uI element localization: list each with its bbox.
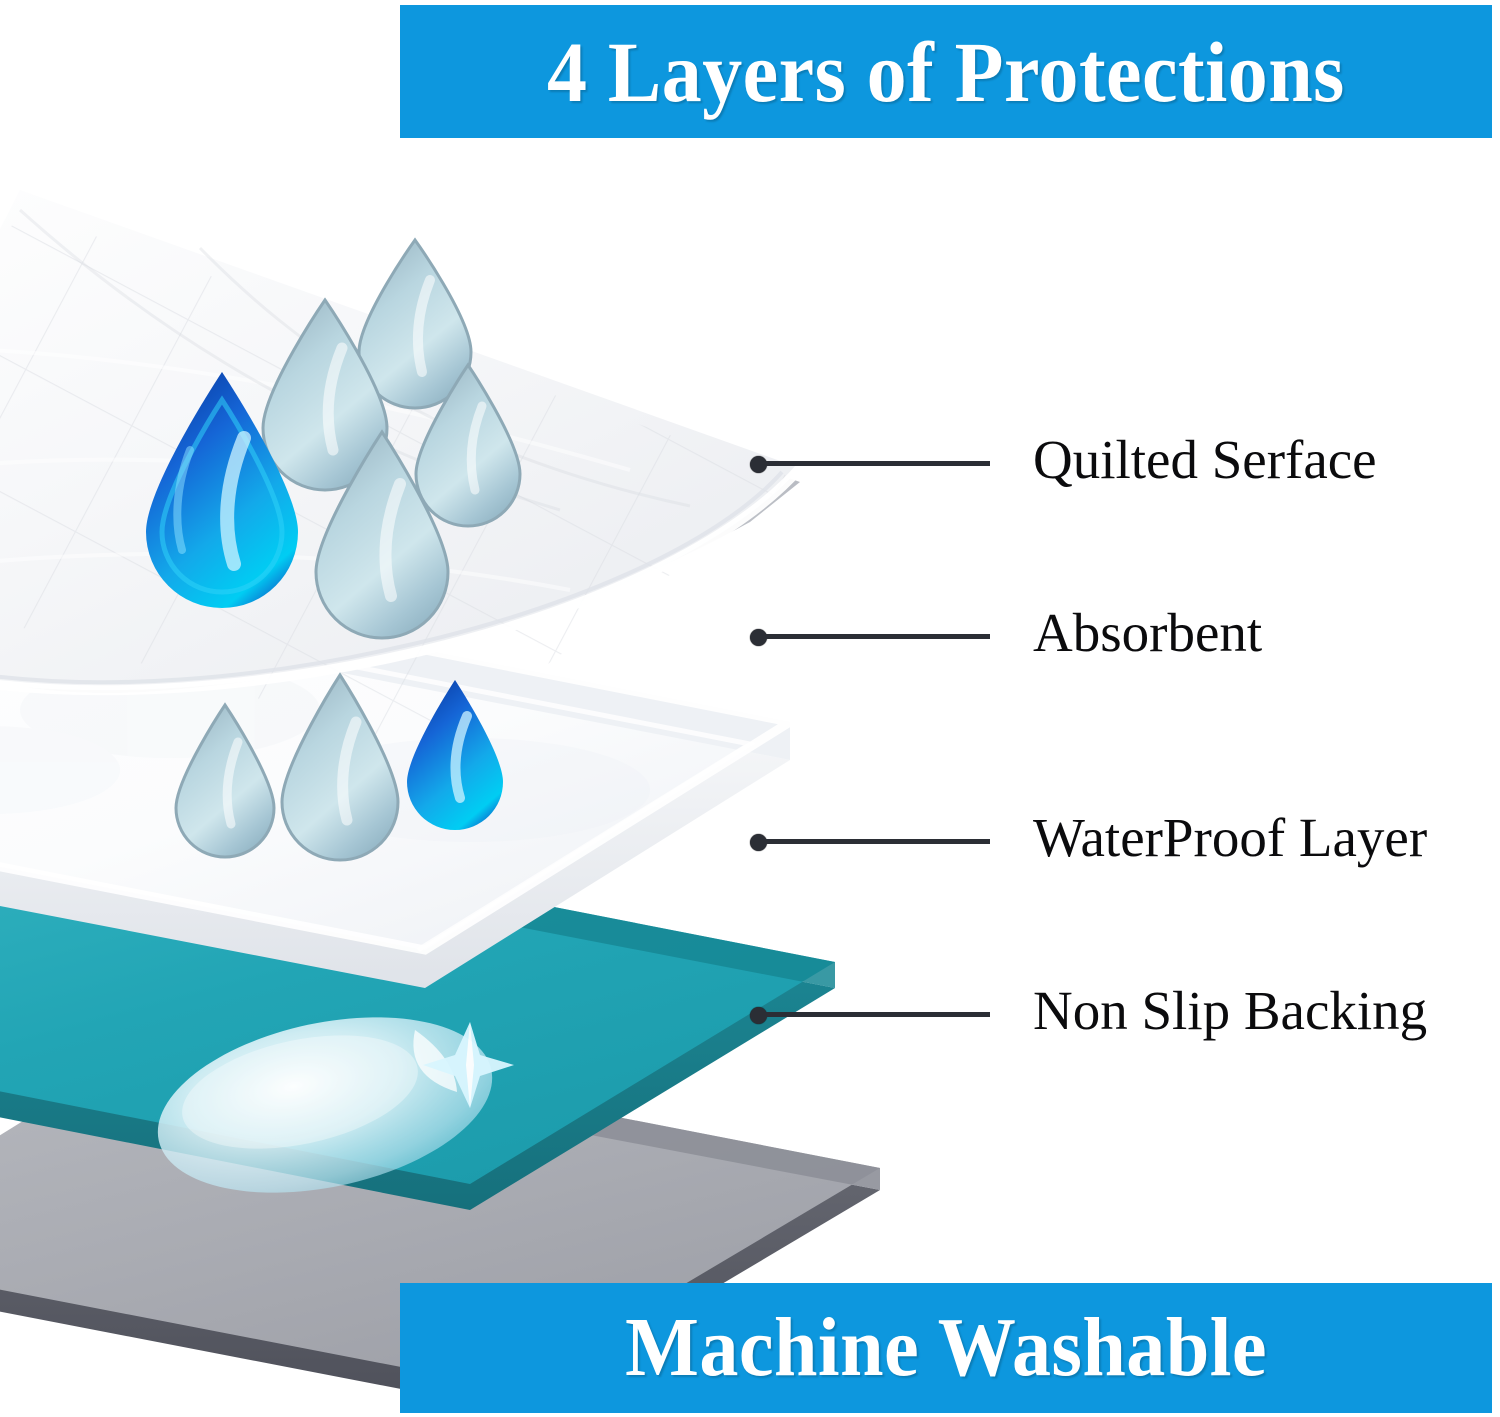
water-drop-icon <box>414 362 522 528</box>
leader-dot-waterproof <box>750 834 767 851</box>
leader-dot-quilted <box>750 456 767 473</box>
water-drop-icon <box>280 672 400 862</box>
title-banner-top-text: 4 Layers of Protections <box>547 23 1345 120</box>
water-drop-icon <box>314 429 450 640</box>
leader-line-absorbent <box>750 629 990 646</box>
leader-stroke-quilted <box>760 461 990 466</box>
layer-label-waterproof: WaterProof Layer <box>1033 807 1428 868</box>
layer-label-absorbent: Absorbent <box>1033 602 1263 663</box>
water-drop-icon <box>174 702 276 859</box>
water-bead-icon <box>157 1017 514 1193</box>
droplet-group-bottom <box>174 672 503 862</box>
sparkle-icon <box>423 1022 514 1108</box>
leader-line-waterproof <box>750 834 990 851</box>
water-drop-icon <box>261 297 389 492</box>
leader-dot-absorbent <box>750 629 767 646</box>
water-drop-icon <box>357 237 473 410</box>
leader-stroke-absorbent <box>760 634 990 639</box>
droplet-group-top <box>146 237 522 640</box>
leader-line-backing <box>750 1007 990 1024</box>
layer-stack-illustration <box>0 150 950 1410</box>
layer-label-quilted: Quilted Serface <box>1033 429 1377 490</box>
leader-dot-backing <box>750 1007 767 1024</box>
leader-stroke-waterproof <box>760 839 990 844</box>
leader-stroke-backing <box>760 1012 990 1017</box>
title-banner-bottom-text: Machine Washable <box>625 1301 1267 1394</box>
layer-stack-svg <box>0 190 880 1410</box>
water-drop-icon-highlighted <box>146 372 298 608</box>
title-banner-top: 4 Layers of Protections <box>400 5 1492 138</box>
leader-line-quilted <box>750 456 990 473</box>
title-banner-bottom: Machine Washable <box>400 1283 1492 1413</box>
layer-label-backing: Non Slip Backing <box>1033 980 1428 1041</box>
water-drop-icon-highlighted <box>407 680 503 830</box>
